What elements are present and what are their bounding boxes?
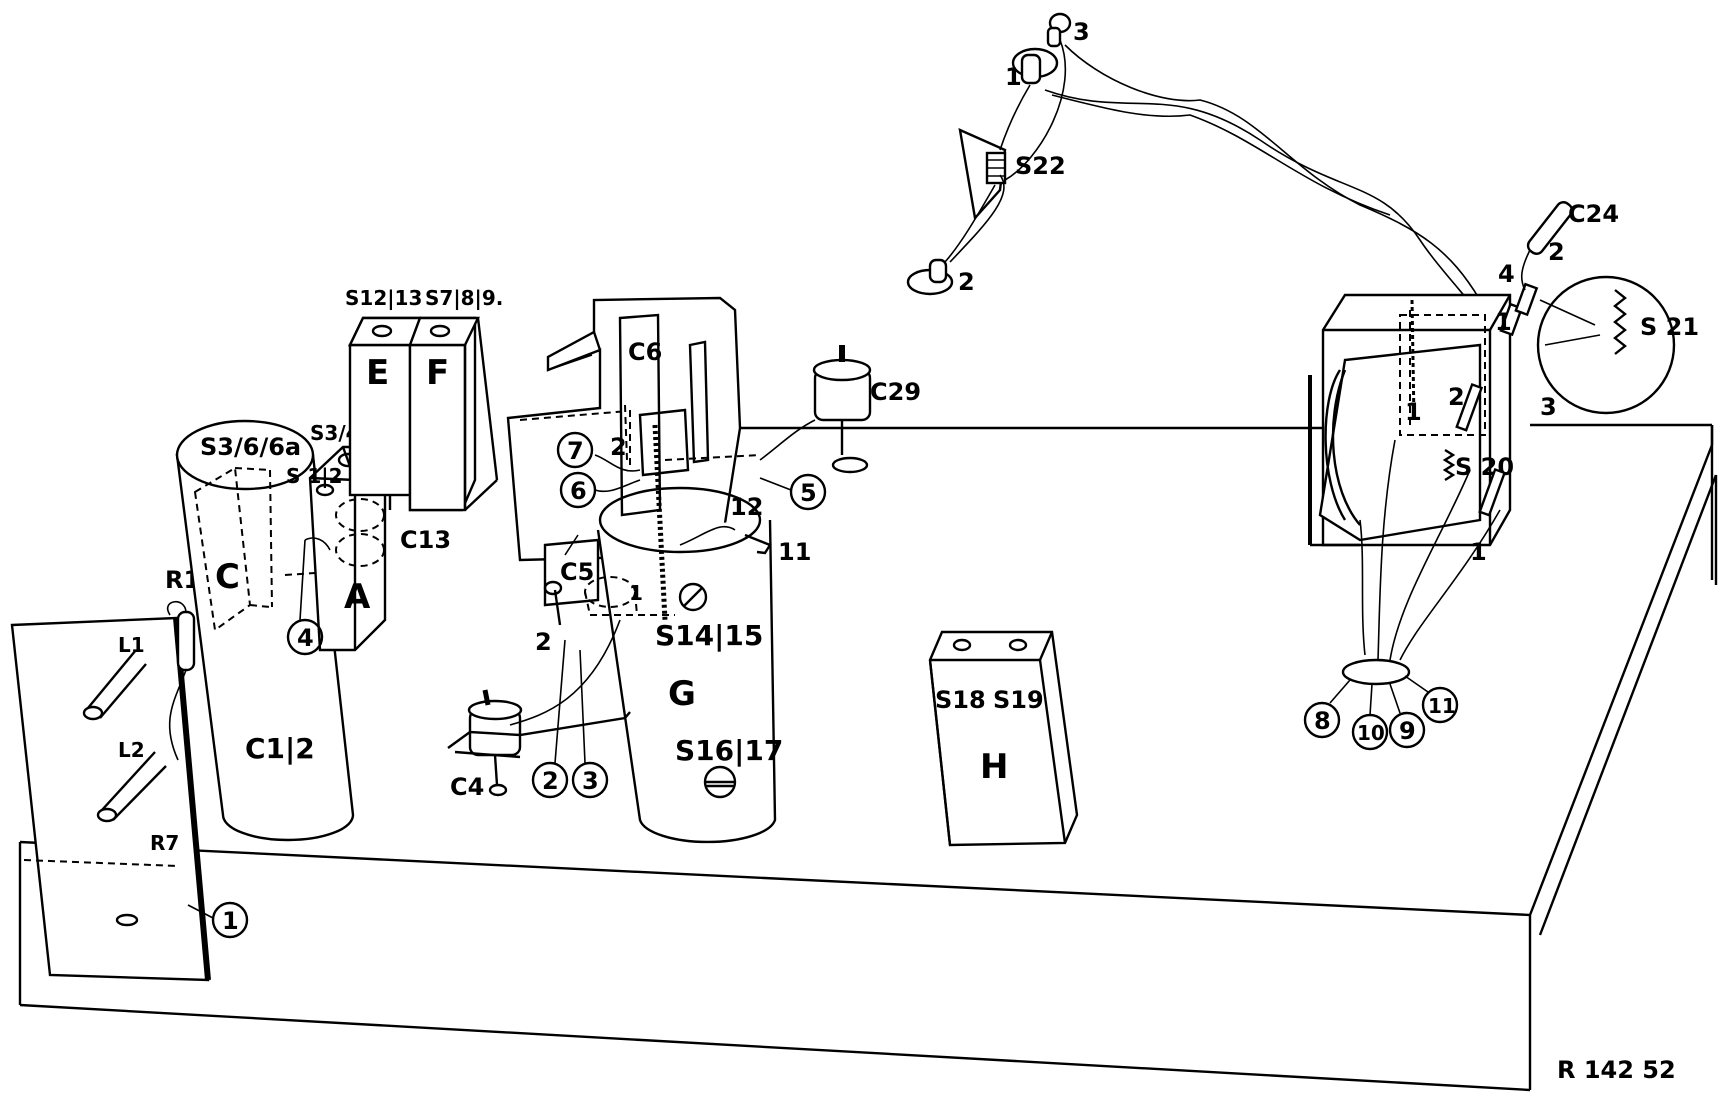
num-8: 8: [1314, 707, 1331, 735]
num-3-tab: 3: [1540, 393, 1557, 421]
marker-10: 10: [1351, 713, 1389, 751]
block-c-label: C: [215, 557, 240, 597]
num-2-coil: 2: [1448, 383, 1465, 411]
twisted-leads: [1044, 44, 1501, 341]
num-4-tab: 4: [1498, 260, 1515, 288]
marker-3-bottom: 3: [571, 761, 609, 799]
num-1-s22: 1: [1005, 63, 1022, 91]
can-c1-2: C S3/6/6a C1|2: [175, 419, 355, 842]
s21-label: S 21: [1640, 313, 1699, 341]
block-h: S18 S19 H: [928, 630, 1079, 847]
num-2-s22: 2: [958, 268, 975, 296]
c24-label: C24: [1568, 200, 1619, 228]
marker-9: 9: [1388, 711, 1426, 749]
chassis-plate: [18, 423, 1718, 1092]
s20-label: S 20: [1455, 453, 1514, 481]
num-3-c4: 3: [582, 767, 599, 795]
coil-l2: L2: [96, 738, 167, 823]
s14-15-label: S14|15: [655, 619, 763, 652]
s3-6-label: S3/6/6a: [200, 433, 301, 461]
block-e-label: E: [366, 353, 389, 393]
l1-label: L1: [118, 633, 145, 657]
c29-label: C29: [870, 378, 921, 406]
l2-label: L2: [118, 738, 145, 762]
block-a-label: A: [344, 577, 371, 617]
num-4-left: 4: [297, 624, 314, 652]
s18-label: S18: [935, 686, 986, 714]
num-11: 11: [1428, 694, 1456, 718]
s19-label: S19: [993, 686, 1044, 714]
s7-9-label: S7|8|9.: [425, 286, 503, 310]
block-g-label: G: [668, 674, 696, 714]
central-bracket: C6 C5 1 S14|15 G S16|17 2 7: [506, 296, 827, 844]
marker-7: 7: [556, 431, 594, 469]
coil-assembly: 2 1 S 20 1 4 3 S 21 C24 2 1 8: [1303, 200, 1699, 751]
trimmer-c4: C4 2 3: [447, 619, 631, 801]
marker-8: 8: [1303, 701, 1341, 739]
num-11-lug: 11: [778, 538, 811, 566]
c6-label: C6: [628, 338, 662, 366]
num-1-lead: 1: [1470, 538, 1487, 566]
marker-1-front: 1: [187, 901, 249, 939]
c1-2-label: C1|2: [245, 732, 315, 765]
block-h-label: H: [980, 747, 1008, 787]
num-6: 6: [570, 477, 587, 505]
num-1-coil: 1: [1405, 398, 1422, 426]
s16-17-label: S16|17: [675, 734, 783, 767]
num-1-can: 1: [629, 581, 643, 605]
num-3-s22: 3: [1073, 18, 1090, 46]
trimmer-c29: C29: [759, 345, 921, 474]
num-1-front: 1: [222, 907, 239, 935]
blocks-e-f: E F S12|13 S7|8|9.: [345, 286, 503, 512]
block-f-label: F: [426, 353, 449, 393]
drawing-ref: R 142 52: [1557, 1056, 1676, 1084]
num-1-tab: 1: [1495, 308, 1512, 336]
c13-label: C13: [400, 526, 451, 554]
num-12: 12: [730, 493, 763, 521]
marker-2-bottom: 2: [531, 761, 569, 799]
num-7: 7: [567, 437, 584, 465]
c5-label: C5: [560, 558, 594, 586]
num-2-pin: 2: [535, 628, 552, 656]
num-9: 9: [1399, 717, 1416, 745]
num-5: 5: [800, 479, 817, 507]
num-2-bracket: 2: [610, 433, 627, 461]
switch-s22: S22 1 2 3: [906, 12, 1090, 296]
marker-11: 11: [1421, 686, 1459, 724]
r7-label: R7: [150, 831, 179, 855]
s12-13-label: S12|13: [345, 286, 422, 310]
marker-5: 5: [759, 473, 827, 511]
s1-2-label: S 1|2: [286, 464, 343, 488]
capacitor-c24: C24 2: [1520, 200, 1619, 291]
marker-4-left: 4: [286, 537, 331, 656]
c4-label: C4: [450, 773, 484, 801]
num-2-c24: 2: [1548, 238, 1565, 266]
num-10: 10: [1357, 721, 1385, 745]
num-2-c4: 2: [542, 767, 559, 795]
coil-l1: L1: [82, 633, 147, 721]
